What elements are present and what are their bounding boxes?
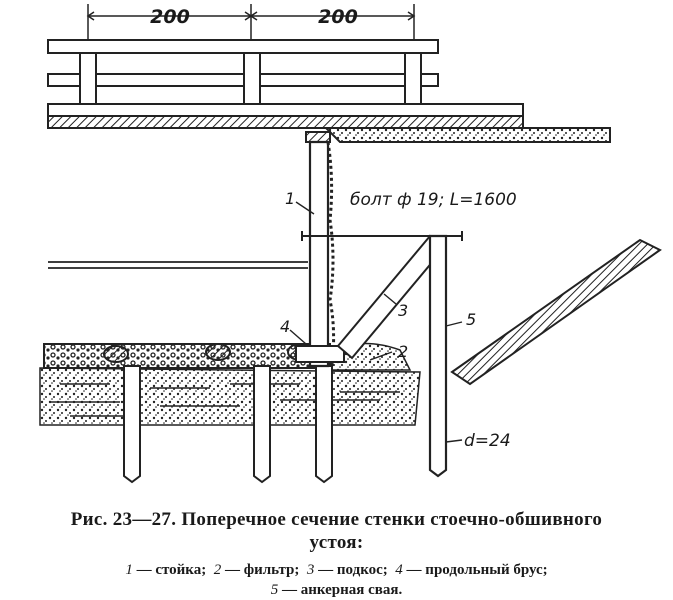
legend-text: — стойка; bbox=[136, 562, 207, 578]
legend-num: 3 bbox=[306, 562, 315, 578]
post-cap bbox=[305, 131, 331, 143]
sheathing-wall bbox=[326, 141, 336, 367]
figure-caption: Рис. 23—27. Поперечное сечение стенки ст… bbox=[0, 508, 673, 600]
legend-num: 5 bbox=[270, 582, 279, 598]
legend-text: — фильтр; bbox=[224, 562, 300, 578]
caption-title-line-1: Рис. 23—27. Поперечное сечение стенки ст… bbox=[70, 509, 603, 530]
legend-num: 1 bbox=[125, 562, 133, 578]
legend-text: — подкос; bbox=[318, 562, 388, 578]
longitudinal-beam bbox=[295, 345, 345, 363]
part-number-1: 1 bbox=[285, 189, 295, 208]
legend-num: 2 bbox=[213, 562, 222, 578]
part-number-2: 2 bbox=[398, 342, 408, 361]
legend-text: — продольный брус; bbox=[406, 562, 548, 578]
foundation-piles bbox=[123, 365, 333, 484]
caption-legend-line-2: 5 — анкерная свая. bbox=[0, 580, 673, 600]
top-plan-beams bbox=[47, 39, 524, 117]
dimension-label-right: 200 bbox=[318, 6, 358, 28]
main-post bbox=[308, 140, 330, 368]
caption-legend-line-1: 1 — стойка; 2 — фильтр; 3 — подкос; 4 — … bbox=[0, 560, 673, 580]
caption-title-line-2: устоя: bbox=[309, 532, 364, 553]
part-number-4: 4 bbox=[280, 317, 290, 336]
top-hatch-strip bbox=[47, 115, 524, 129]
strut-brace bbox=[336, 234, 446, 360]
water-surface bbox=[48, 261, 308, 269]
anchor-pile bbox=[428, 234, 448, 478]
legend-num: 4 bbox=[395, 562, 403, 578]
dimension-label-left: 200 bbox=[150, 6, 190, 28]
right-slope bbox=[450, 238, 662, 386]
part-number-5: 5 bbox=[466, 310, 476, 329]
upper-ground bbox=[323, 127, 611, 143]
bolt bbox=[301, 231, 463, 241]
bottom-gravel-layer bbox=[43, 343, 331, 369]
part-number-3: 3 bbox=[398, 301, 408, 320]
cross-section-diagram: 200 200 bbox=[39, 4, 662, 484]
leader-lines bbox=[289, 201, 463, 443]
legend-text: — анкерная свая. bbox=[281, 582, 403, 598]
bolt-note: болт ф 19; L=1600 bbox=[350, 190, 517, 210]
pile-diameter-note: d=24 bbox=[464, 431, 511, 451]
